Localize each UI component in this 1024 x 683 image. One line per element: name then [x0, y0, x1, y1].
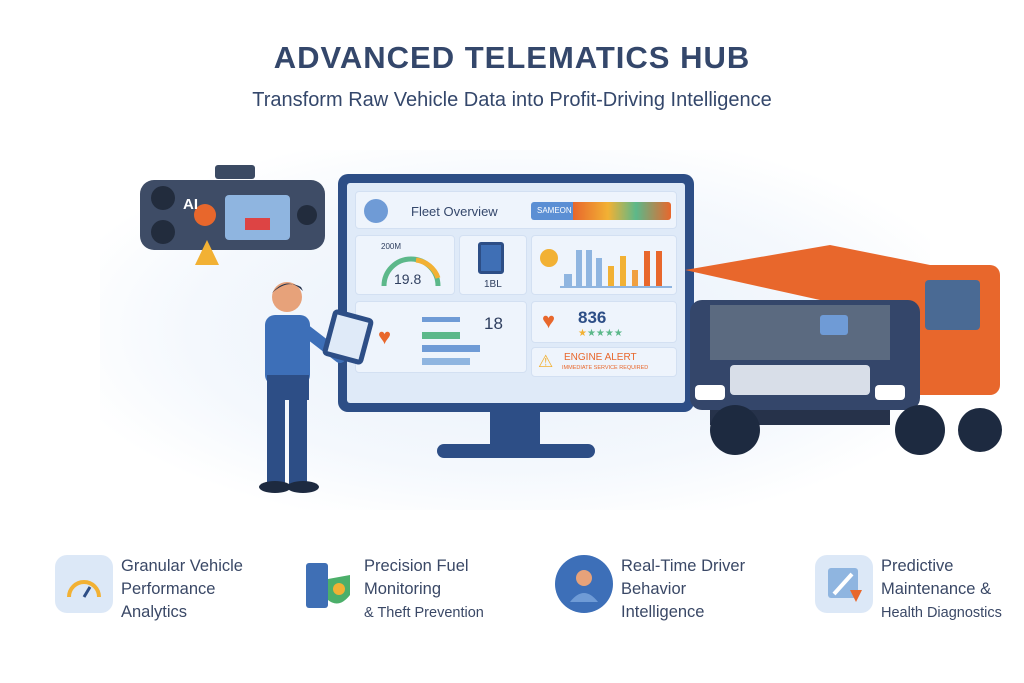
bar-chart-bars: [564, 250, 662, 286]
feature-line: Real-Time Driver: [621, 557, 746, 575]
feature-line: Behavior: [621, 580, 687, 598]
monitor-base: [437, 444, 595, 458]
rating-stars: ★★★★★: [578, 328, 623, 339]
feature-line: Maintenance &: [881, 580, 992, 598]
driver-icon: [555, 555, 613, 613]
fuel-card: 1BL: [459, 235, 527, 295]
truck-engine-diagnostics: [680, 240, 1020, 465]
wrench-diagnostics-icon: [815, 555, 873, 613]
heart-down-icon: ♥: [542, 308, 556, 333]
score-value: 836: [578, 308, 607, 327]
page-title: ADVANCED TELEMATICS HUB: [273, 40, 751, 75]
fuel-pump-icon: [478, 242, 504, 274]
feature-line: Performance: [121, 580, 216, 598]
fuel-label: 1BL: [484, 279, 502, 290]
feature-line: Intelligence: [621, 603, 705, 621]
page-subtitle: Transform Raw Vehicle Data into Profit-D…: [252, 89, 772, 111]
monitor-stand: [490, 412, 540, 448]
gauge-card: 200M 19.8: [355, 235, 455, 295]
dashboard-header: Fleet Overview SAMEON: [355, 191, 677, 229]
feature-line: Analytics: [121, 603, 188, 621]
bar-chart-card: [531, 235, 677, 295]
dashboard-screen: Fleet Overview SAMEON 200M 19.8 1BL ♥ 18…: [347, 183, 685, 403]
status-bar-label: SAMEON: [537, 206, 572, 215]
fuel-shield-icon: [298, 555, 356, 613]
feature-line: Monitoring: [364, 580, 442, 598]
driver-card: ♥ 18: [355, 301, 527, 373]
feature-line: Granular Vehicle: [121, 557, 243, 575]
dashboard-title: Fleet Overview: [411, 204, 498, 219]
driver-bar-1: [422, 317, 460, 322]
gauge-value: 19.8: [394, 271, 422, 287]
user-avatar-icon: [364, 199, 388, 223]
gauge-icon: [55, 555, 113, 613]
technician-with-tablet: [245, 275, 385, 505]
ai-dashcam: AI: [135, 160, 335, 275]
engine-alert-card: ⚠ ENGINE ALERT IMMEDIATE SERVICE REQUIRE…: [531, 347, 677, 377]
driver-bar-2: [422, 332, 460, 339]
dashboard-monitor: Fleet Overview SAMEON 200M 19.8 1BL ♥ 18…: [338, 174, 694, 412]
dashcam-ai-label: AI: [183, 196, 198, 213]
gauge-label: 200M: [381, 242, 402, 251]
driver-bar-4: [422, 358, 470, 365]
engine-alert-sub: IMMEDIATE SERVICE REQUIRED: [562, 365, 649, 371]
heart-icon: ♥: [378, 324, 392, 349]
feature-line: & Theft Prevention: [364, 605, 484, 621]
warning-icon: ⚠: [538, 352, 554, 371]
engine-alert-title: ENGINE ALERT: [564, 352, 637, 363]
feature-line: Predictive: [881, 557, 954, 575]
driver-value: 18: [484, 314, 503, 333]
driver-bar-3: [422, 345, 480, 352]
score-card: ♥ 836 ★★★★★: [531, 301, 677, 343]
status-bar: SAMEON: [531, 202, 671, 220]
feature-line: Precision Fuel: [364, 557, 469, 575]
feature-line: Health Diagnostics: [881, 605, 1002, 621]
